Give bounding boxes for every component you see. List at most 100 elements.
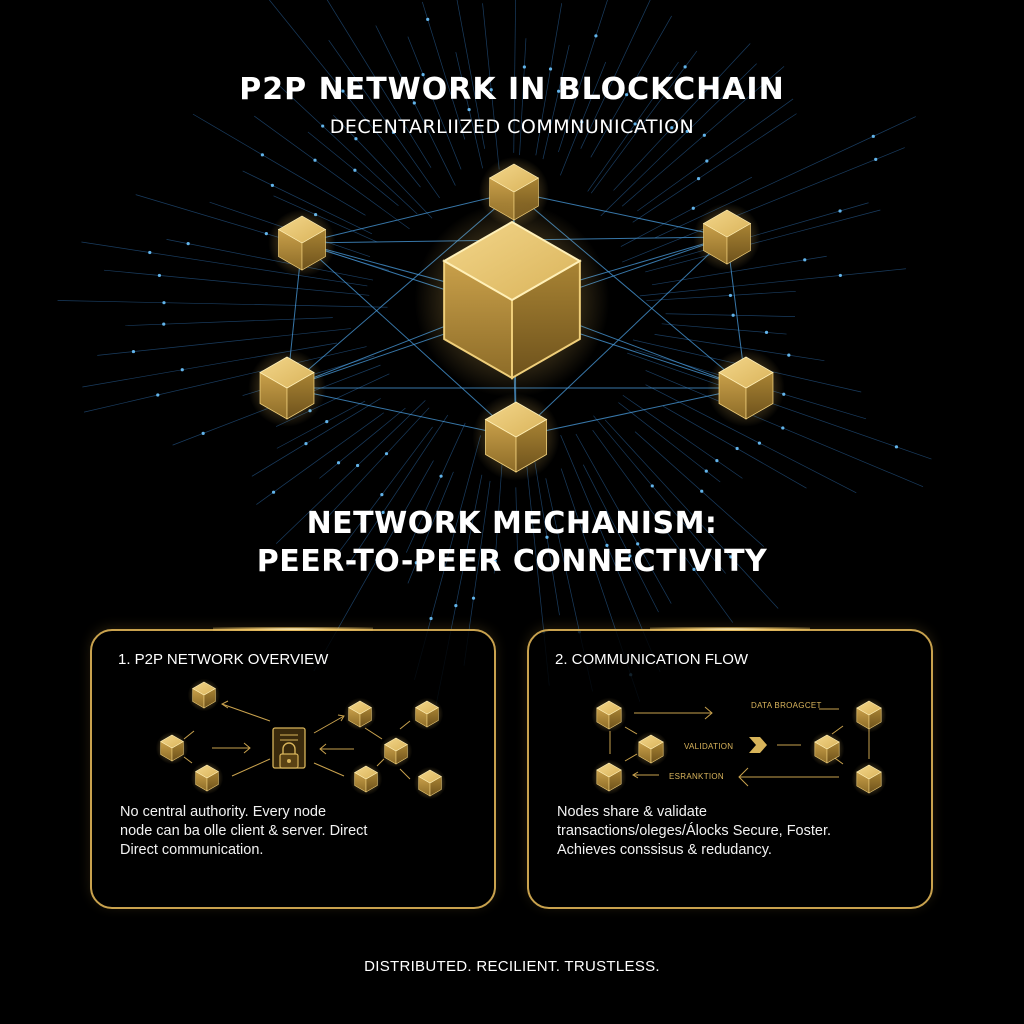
ray-particle: [270, 183, 274, 187]
arrows: [183, 700, 411, 780]
ray-particle: [757, 441, 762, 445]
node-bottom: [472, 393, 560, 481]
ray-particle: [260, 153, 264, 157]
ray-particle: [380, 493, 384, 497]
panel-node: [633, 731, 669, 767]
ray-particle: [421, 73, 425, 77]
ray: [582, 464, 659, 613]
ray: [542, 44, 570, 160]
ray: [665, 313, 796, 317]
ray: [339, 426, 433, 551]
flow-diagram: DATA BROAGCET VALIDATION ESRANKTION: [591, 697, 887, 797]
panel-title: 1. P2P NETWORK OVERVIEW: [118, 651, 329, 668]
panel-title: 2. COMMUNICATION FLOW: [555, 651, 749, 668]
ray: [456, 0, 486, 149]
ray-particle: [628, 554, 632, 558]
ray: [103, 269, 370, 296]
ray: [57, 300, 388, 308]
ray-particle: [353, 168, 357, 172]
node-lower-left: [248, 349, 326, 427]
panel-glow: [213, 627, 373, 631]
ray-particle: [594, 34, 598, 38]
ray-particle: [696, 177, 701, 181]
ray-particle: [162, 301, 166, 305]
ray-particle: [454, 603, 458, 608]
ray-particle: [201, 431, 205, 435]
panel-node: [187, 678, 221, 712]
ray: [593, 415, 726, 574]
ray-particle: [731, 313, 735, 317]
ray: [662, 405, 807, 489]
ray-particle: [781, 426, 785, 430]
node-upper-left: [268, 209, 336, 277]
central-block: [414, 202, 610, 398]
ray-particle: [670, 126, 674, 130]
peer-link: [515, 236, 728, 438]
ray: [333, 114, 433, 219]
section-title-line2: PEER-TO-PEER CONNECTIVITY: [256, 544, 768, 579]
ray: [97, 328, 351, 356]
ray: [535, 3, 563, 156]
panel-node: [851, 761, 887, 797]
ray: [645, 209, 881, 273]
ray: [482, 3, 500, 170]
ray-particle: [384, 452, 389, 456]
ray: [421, 1, 466, 140]
ray-particle: [702, 133, 706, 137]
section-title-line1: NETWORK MECHANISM:: [306, 506, 718, 541]
ray-particle: [787, 353, 791, 357]
ray-particle: [313, 158, 317, 162]
ray: [242, 170, 373, 235]
ray: [645, 384, 857, 494]
main-title: P2P NETWORK IN BLOCKCHAIN: [239, 72, 785, 107]
ray-particle: [381, 510, 385, 514]
panel-glow: [650, 627, 810, 631]
ray: [590, 15, 672, 158]
ray-particle: [704, 469, 708, 473]
subtitle: DECENTARLIIZED COMMNUNICATION: [329, 116, 695, 138]
panel-node: [413, 766, 447, 800]
ray: [622, 394, 743, 479]
ray-particle: [264, 232, 268, 236]
ray-particle: [414, 561, 418, 565]
panel-node: [343, 697, 377, 731]
ray-particle: [148, 250, 152, 255]
ray-particle: [271, 490, 276, 494]
panel-description: No central authority. Every node node ca…: [120, 804, 368, 858]
ray: [322, 407, 430, 523]
ray: [272, 79, 418, 215]
ray-particle: [683, 65, 687, 69]
ray-particle: [728, 293, 733, 298]
ray-particle: [489, 88, 493, 92]
ray-particle: [131, 349, 136, 354]
ray: [590, 50, 698, 194]
node-upper-right: [693, 203, 761, 271]
ray-particle: [692, 567, 696, 571]
ray-particle: [321, 124, 325, 128]
peer-link: [301, 191, 515, 244]
panel-communication-flow: 2. COMMUNICATION FLOW DATA BROAGCET VALI…: [527, 627, 933, 909]
panel-node: [190, 761, 224, 795]
ray: [637, 98, 794, 212]
flow-arrows: [609, 706, 870, 787]
ray: [654, 333, 825, 362]
ray: [519, 38, 527, 156]
ray-particle: [874, 157, 878, 161]
ray-particle: [700, 489, 704, 493]
ray-particle: [515, 526, 519, 531]
ray: [620, 176, 753, 247]
ray-particle: [412, 101, 416, 105]
panel-node: [809, 731, 845, 767]
ray-particle: [580, 120, 584, 124]
ray: [254, 115, 410, 230]
overview-diagram: [155, 678, 447, 800]
ray: [558, 0, 608, 153]
ray-particle: [304, 442, 308, 446]
ray-particle: [157, 273, 162, 278]
ray-particle: [605, 543, 609, 547]
ray: [575, 433, 672, 604]
panel-description: Nodes share & validate transactions/oleg…: [557, 804, 832, 858]
ray-particle: [650, 484, 654, 488]
ray: [513, 0, 516, 153]
